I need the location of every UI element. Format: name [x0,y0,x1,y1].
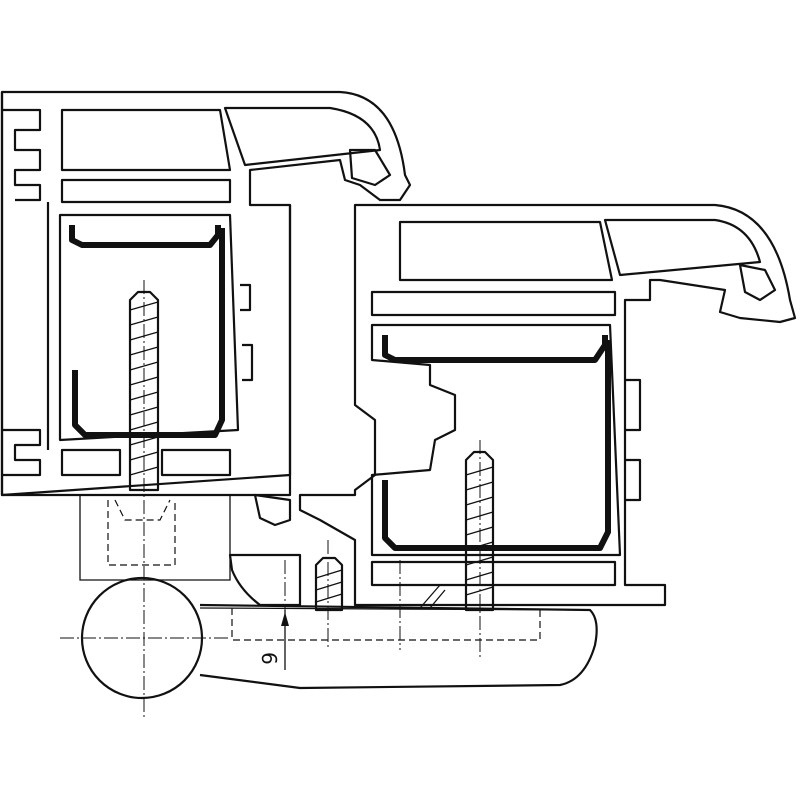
hinge-body [79,493,598,700]
frame-reinforcement [69,225,225,438]
sash-reinforcement [382,335,611,551]
center-lines [60,280,481,720]
frame-profile [0,90,412,497]
dimension-label: 6 [257,652,281,665]
sash-profile [298,148,797,607]
screw-small [314,556,344,612]
